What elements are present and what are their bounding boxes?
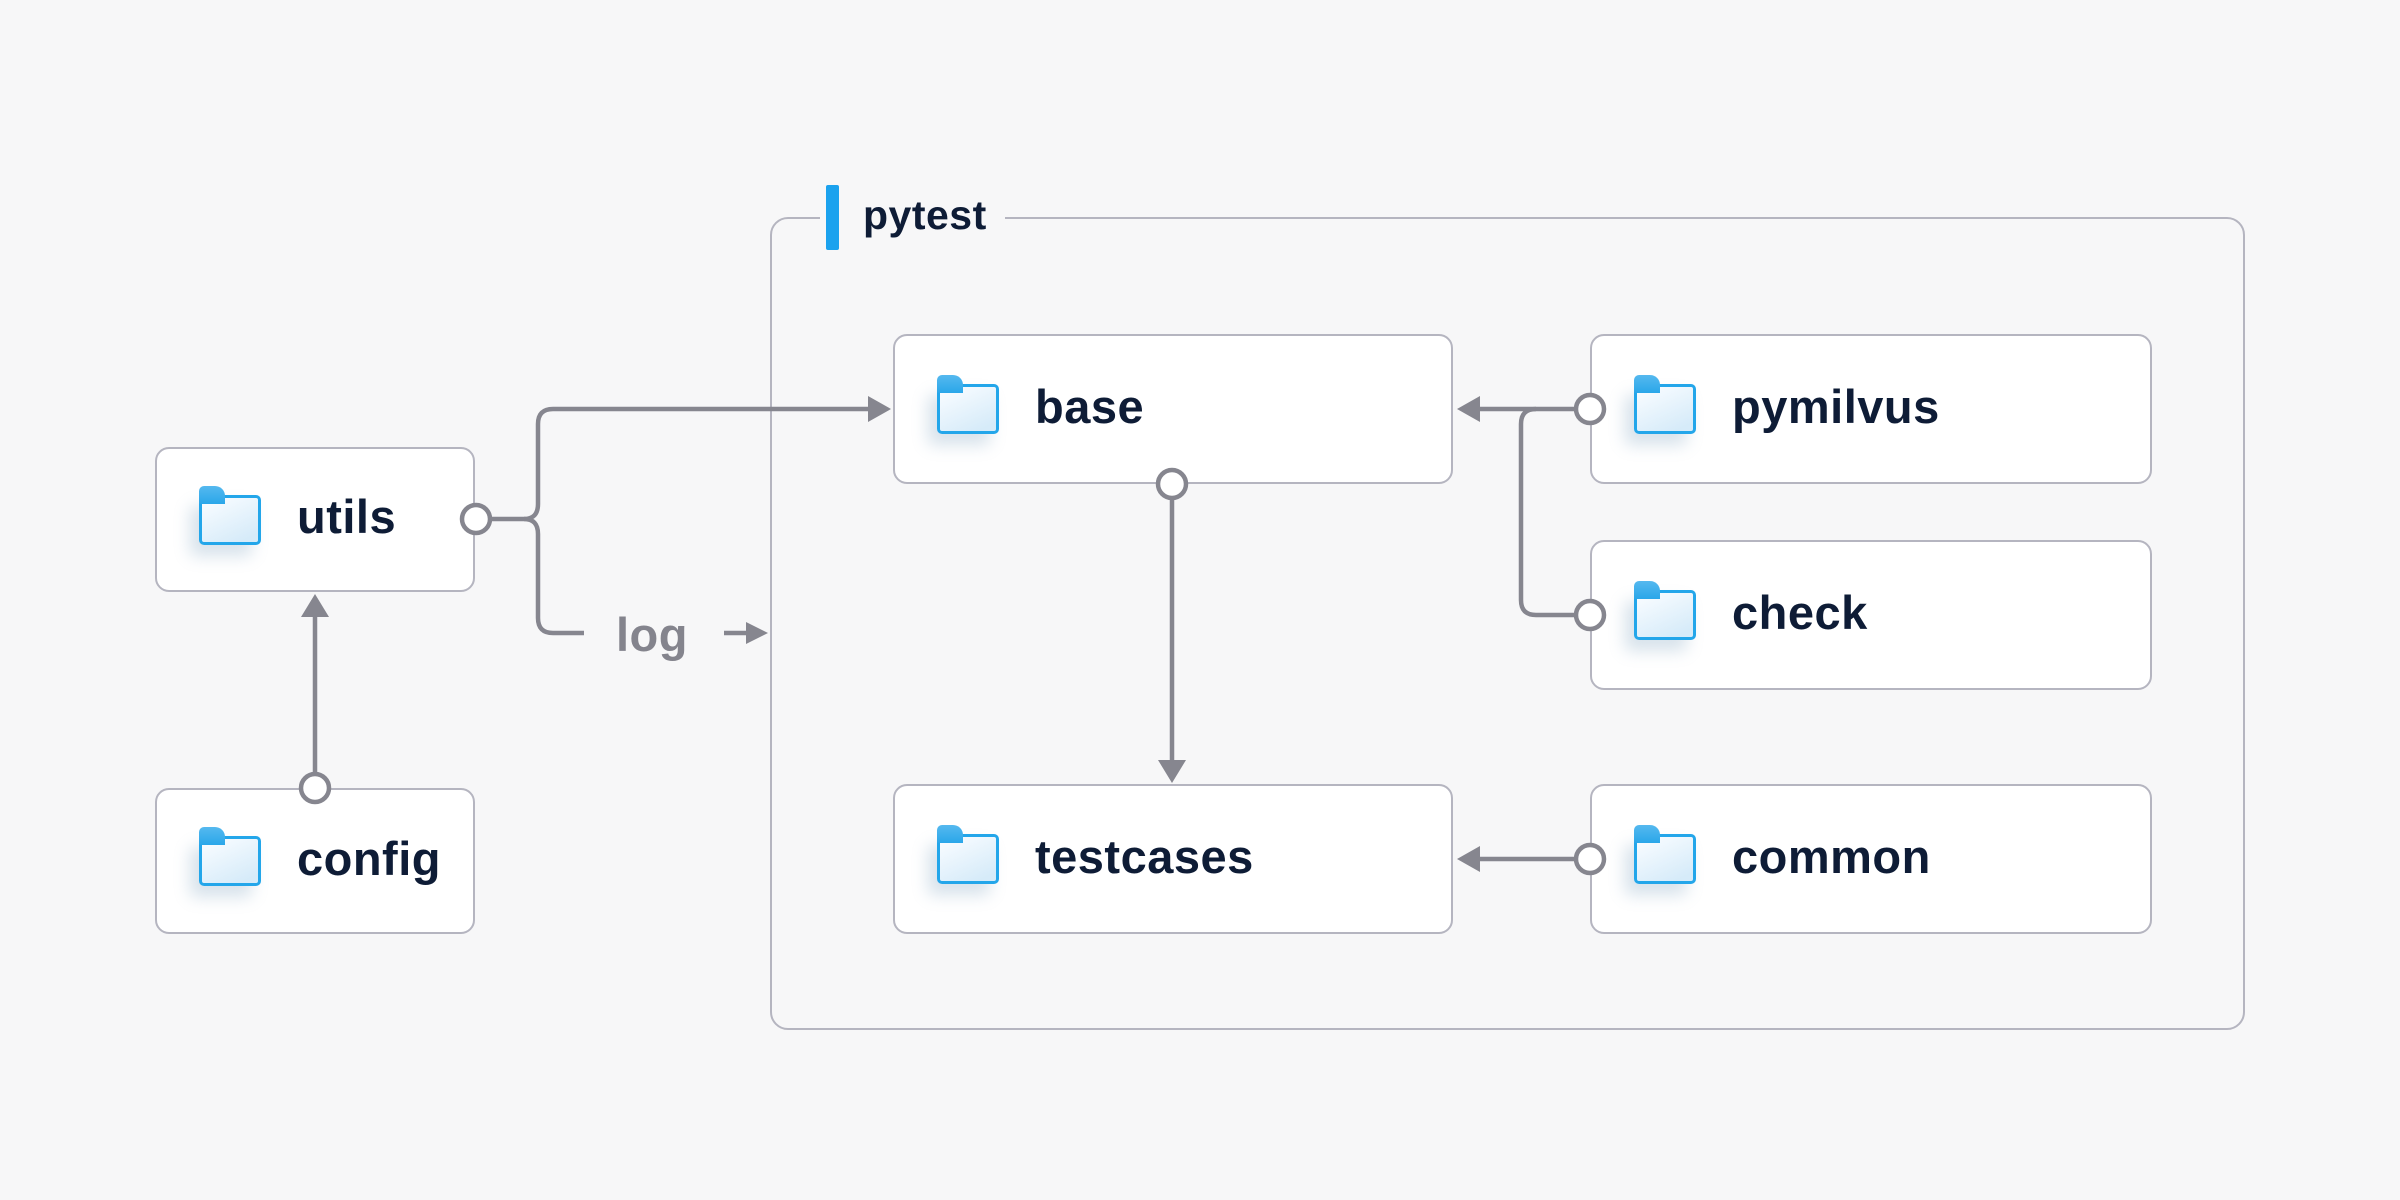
edge-utils-log xyxy=(523,516,584,636)
node-testcases: testcases xyxy=(893,784,1453,934)
arrowhead-right-log xyxy=(746,622,768,644)
node-label: utils xyxy=(297,490,397,543)
node-common: common xyxy=(1590,784,2152,934)
folder-icon xyxy=(1633,581,1696,640)
folder-icon xyxy=(1633,375,1696,434)
folder-icon xyxy=(198,485,261,545)
node-check: check xyxy=(1590,540,2152,690)
node-pymilvus: pymilvus xyxy=(1590,334,2152,484)
folder-icon xyxy=(198,827,261,886)
node-label: pymilvus xyxy=(1732,379,1940,433)
node-label: base xyxy=(1035,379,1145,433)
accent-bar xyxy=(826,184,839,250)
folder-icon xyxy=(936,375,999,434)
node-label: check xyxy=(1732,585,1868,639)
pytest-container xyxy=(770,217,2245,1030)
pytest-container-label: pytest xyxy=(820,183,1005,251)
node-base: base xyxy=(893,334,1453,484)
node-label: testcases xyxy=(1035,829,1254,883)
edge-label-log: log xyxy=(616,607,688,661)
folder-icon xyxy=(936,825,999,884)
node-utils: utils xyxy=(155,447,475,592)
node-label: config xyxy=(297,831,441,885)
folder-icon xyxy=(1633,825,1696,884)
arrowhead-up-utils xyxy=(301,594,329,617)
node-label: common xyxy=(1732,829,1931,883)
node-config: config xyxy=(155,788,475,934)
container-label-text: pytest xyxy=(863,191,987,238)
